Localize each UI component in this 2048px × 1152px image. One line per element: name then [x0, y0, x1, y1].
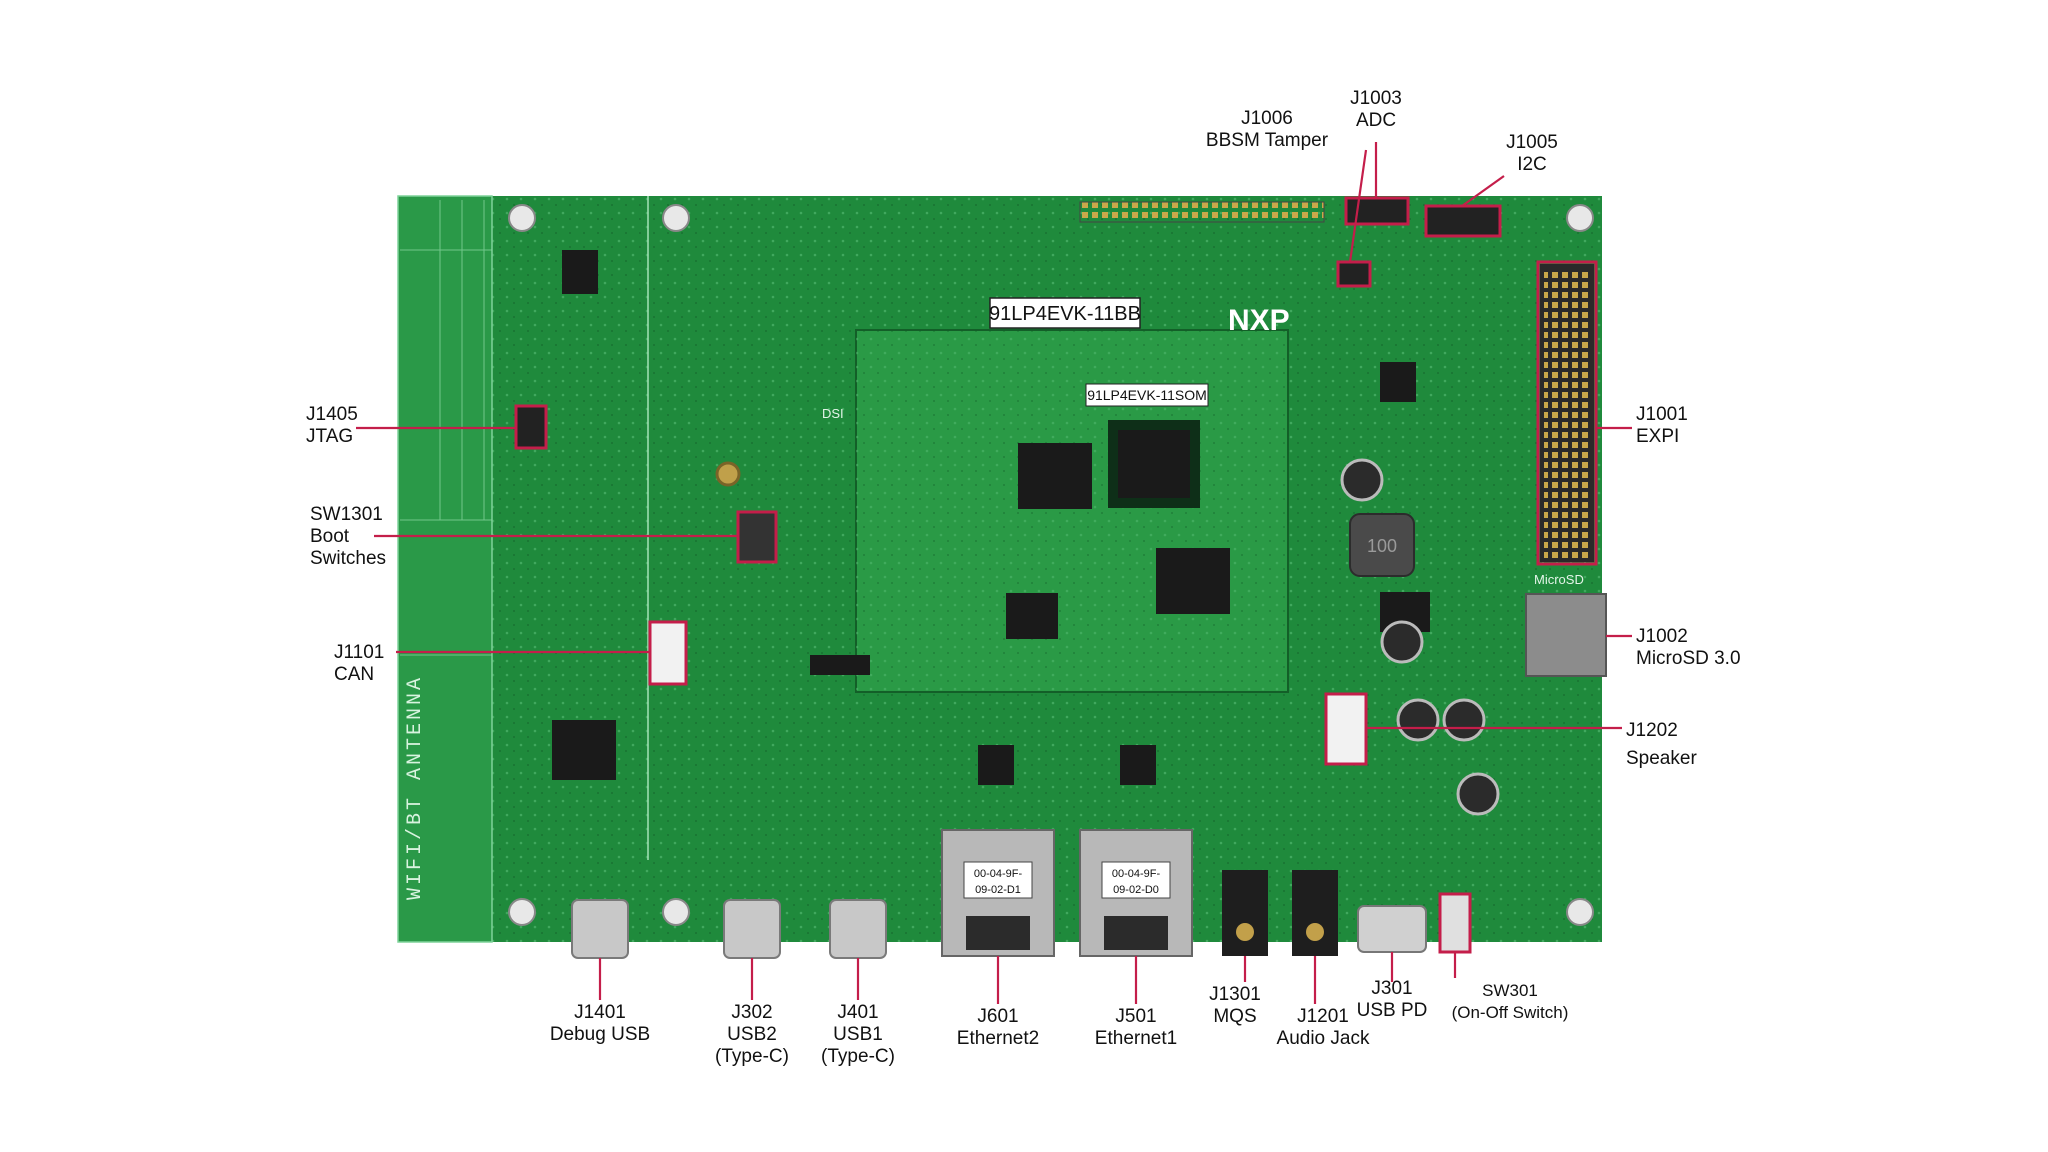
nxp-logo: NXP [1228, 304, 1290, 337]
antenna-strip [397, 195, 493, 943]
board-label-box [989, 297, 1141, 329]
sw1301-switch [736, 510, 778, 564]
callout-j501: J501 Ethernet1 [1076, 1006, 1196, 1050]
callout-j1001-id: J1001 [1636, 404, 1688, 425]
j1005-connector [1424, 204, 1502, 238]
callout-j1405-name: JTAG [306, 426, 354, 447]
audio-jacks [1222, 870, 1338, 956]
callout-j302-id: J302 [731, 1002, 773, 1023]
j1101-connector [648, 620, 688, 686]
callout-j401-name: USB1 [833, 1024, 883, 1045]
callout-j1005-name: I2C [1517, 154, 1547, 175]
callout-j1006-name: BBSM Tamper [1205, 130, 1329, 151]
callout-j1101-id: J1101 [334, 642, 385, 663]
callout-j1003-name: ADC [1355, 110, 1397, 131]
inductor-marking: 100 [1367, 536, 1397, 556]
callout-j1002-name: MicroSD 3.0 [1636, 648, 1741, 669]
callout-j1201-name: Audio Jack [1276, 1028, 1370, 1049]
j1001-highlight [1536, 260, 1598, 566]
mac-label-1a: 00-04-9F- [974, 868, 1023, 880]
callout-j401-name2: (Type-C) [821, 1046, 895, 1067]
callout-j1301-id: J1301 [1209, 984, 1261, 1005]
board-label: 91LP4EVK-11BB [989, 303, 1141, 325]
callout-j1301-name: MQS [1213, 1006, 1257, 1027]
callout-j1101: J1101 CAN [334, 642, 384, 686]
antenna-text: WIFI/BT ANTENNA [404, 675, 427, 900]
callout-j1006-id: J1006 [1241, 108, 1293, 129]
callout-j601: J601 Ethernet2 [938, 1006, 1058, 1050]
callout-sw1301-name: Boot [310, 526, 350, 547]
mounting-holes [508, 204, 1594, 926]
microsd-silk: MicroSD [1534, 572, 1584, 587]
callout-j1101-name: CAN [334, 664, 375, 685]
leader-lines [356, 142, 1632, 1004]
callout-j1401-name: Debug USB [549, 1024, 651, 1045]
callout-j1401: J1401 Debug USB [520, 1002, 680, 1046]
som-label-box [1085, 383, 1209, 407]
callout-sw301-name: (On-Off Switch) [1451, 1003, 1569, 1022]
callout-sw1301-name2: Switches [310, 548, 387, 569]
callout-j1301: J1301 MQS [1196, 984, 1274, 1028]
callout-j302: J302 USB2 (Type-C) [692, 1002, 812, 1068]
callout-j1002: J1002 MicroSD 3.0 [1636, 626, 1741, 670]
dsi-silk: DSI [822, 406, 844, 421]
callout-j1401-id: J1401 [574, 1002, 626, 1023]
mac-label-2a: 00-04-9F- [1112, 868, 1161, 880]
callout-j1202-name: Speaker [1626, 748, 1697, 769]
microsd-slot [1525, 593, 1607, 677]
callout-j1002-id: J1002 [1636, 626, 1688, 647]
callout-j1003-id: J1003 [1350, 88, 1402, 109]
callout-sw1301: SW1301 Boot Switches [310, 504, 386, 570]
callout-j1202-id: J1202 [1626, 720, 1678, 741]
callout-j1201-id: J1201 [1297, 1006, 1349, 1027]
capacitors [715, 458, 1500, 816]
ic-components [552, 250, 1430, 785]
callout-j1001-name: EXPI [1636, 426, 1680, 447]
callout-j1405-id: J1405 [306, 404, 358, 425]
j1006-connector [1336, 260, 1372, 288]
callout-sw301-id: SW301 [1482, 981, 1538, 1000]
callout-sw301: SW301 (On-Off Switch) [1430, 980, 1590, 1024]
som-label: 91LP4EVK-11SOM [1087, 387, 1207, 403]
callout-sw1301-id: SW1301 [310, 504, 383, 525]
inductor [1349, 513, 1415, 577]
callout-j1005: J1005 I2C [1496, 132, 1568, 176]
usb-c-connectors [571, 899, 887, 959]
sw301-switch [1438, 892, 1472, 954]
callout-j601-id: J601 [977, 1006, 1019, 1027]
callout-j1003: J1003 ADC [1340, 88, 1412, 132]
mac-label-2b: 09-02-D0 [1113, 884, 1159, 896]
callout-j301: J301 USB PD [1342, 978, 1442, 1022]
callout-j401: J401 USB1 (Type-C) [798, 1002, 918, 1068]
callout-j1405: J1405 JTAG [306, 404, 358, 448]
j1202-connector [1324, 692, 1368, 766]
callout-j1001: J1001 EXPI [1636, 404, 1688, 448]
callout-j302-name: USB2 [727, 1024, 777, 1045]
callout-j501-name: Ethernet1 [1094, 1028, 1178, 1049]
callout-j301-id: J301 [1371, 978, 1413, 999]
callout-j301-name: USB PD [1356, 1000, 1428, 1021]
mac-label-1b: 09-02-D1 [975, 884, 1021, 896]
callout-j1201: J1201 Audio Jack [1262, 1006, 1384, 1050]
callout-j302-name2: (Type-C) [715, 1046, 789, 1067]
header-strip [1079, 201, 1325, 223]
j1405-connector [514, 404, 548, 450]
callout-j1202: J1202 Speaker [1626, 720, 1697, 770]
usb-pd-connector [1357, 905, 1427, 953]
callout-j501-id: J501 [1115, 1006, 1157, 1027]
callout-j1005-id: J1005 [1506, 132, 1558, 153]
callout-j1006: J1006 BBSM Tamper [1192, 108, 1342, 152]
callout-j601-name: Ethernet2 [956, 1028, 1040, 1049]
callout-j401-id: J401 [837, 1002, 879, 1023]
ethernet-jacks [941, 829, 1193, 957]
